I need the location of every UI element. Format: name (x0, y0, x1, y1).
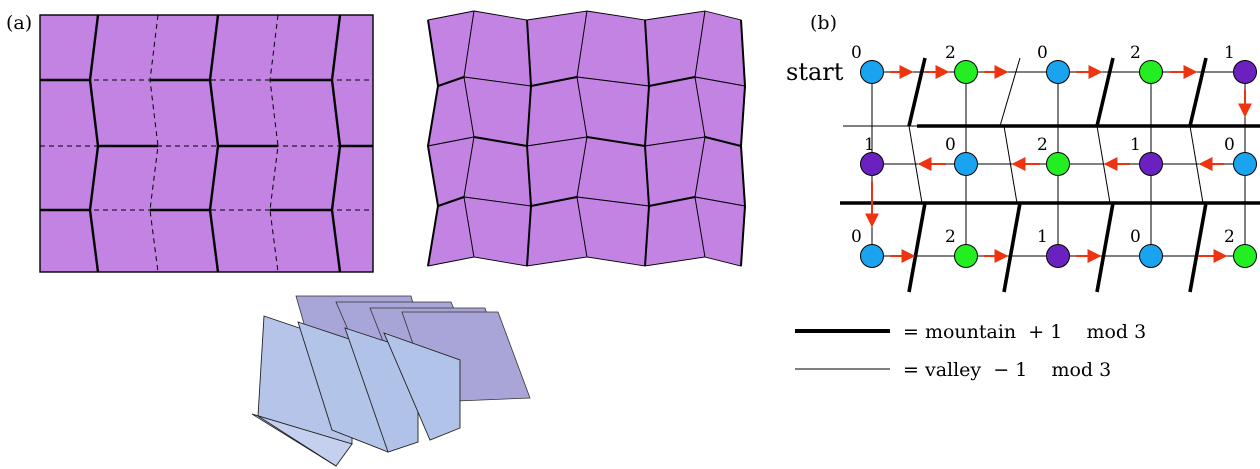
bottom-fold (251, 413, 353, 467)
state-node (860, 152, 884, 176)
state-node (954, 152, 978, 176)
warped-mountain-horizontal (437, 196, 465, 207)
folded-cell (463, 136, 532, 207)
vertical-valley-0 (149, 14, 159, 273)
state-node (860, 244, 884, 268)
state-node-label: 0 (1224, 135, 1235, 155)
crease-pattern-sheet (39, 14, 374, 273)
mountain-crease (1188, 57, 1208, 127)
fold-edge (257, 415, 337, 467)
state-graph: start 0 2 0 2 1 1 0 2 1 0 0 2 1 0 2 (786, 43, 1260, 293)
state-node (1046, 60, 1070, 84)
warped-mountain-horizontal (648, 196, 696, 207)
sheet-background (39, 14, 374, 273)
legend: = mountain + 1 mod 3 = valley − 1 mod 3 (795, 321, 1146, 381)
state-node (1139, 244, 1163, 268)
warped-mountain-horizontal (586, 136, 646, 147)
state-node-label: 2 (945, 227, 956, 247)
state-node (1046, 244, 1070, 268)
valley-crease (1096, 125, 1111, 204)
state-node (1233, 244, 1257, 268)
transition-arrows (865, 65, 1252, 263)
mountain-crease-lines (40, 14, 373, 273)
valley-crease (1189, 125, 1204, 204)
state-node (1233, 60, 1257, 84)
valley-crease (1003, 125, 1018, 204)
folded-cell (526, 76, 588, 147)
folded-3d-stack (251, 295, 531, 467)
state-node-label: 1 (864, 135, 875, 155)
crease-markers (840, 57, 1260, 293)
state-node (1046, 152, 1070, 176)
partially-folded-sheet (426, 10, 747, 267)
folded-cell (463, 76, 532, 147)
warped-mountain-horizontal (473, 136, 528, 147)
folded-cell (644, 196, 706, 267)
vertical-valley-1 (269, 14, 279, 273)
mountain-crease (1095, 202, 1115, 293)
state-node-label: 1 (1037, 227, 1048, 247)
valley-crease (908, 125, 923, 204)
state-node-label: 2 (1224, 227, 1235, 247)
state-node-label: 0 (945, 135, 956, 155)
folded-cell (463, 196, 532, 267)
state-node-label: 0 (851, 227, 862, 247)
state-node (1139, 60, 1163, 84)
valley-crease (999, 57, 1021, 127)
state-node-label: 1 (1130, 135, 1141, 155)
state-node (1139, 152, 1163, 176)
state-node (954, 60, 978, 84)
state-node (1233, 152, 1257, 176)
mountain-crease (1002, 202, 1022, 293)
folded-cell (576, 76, 650, 147)
mountain-crease (1188, 202, 1208, 293)
state-node-label: 2 (945, 43, 956, 63)
mountain-crease (907, 202, 927, 293)
warped-mountain-horizontal (530, 76, 578, 87)
state-node-label: 1 (1224, 43, 1235, 63)
state-node-label: 2 (1130, 43, 1141, 63)
legend-mountain-text: = mountain + 1 mod 3 (903, 321, 1146, 343)
mountain-crease (907, 57, 927, 127)
warped-mountain-vertical (426, 19, 440, 267)
warped-mountain-horizontal (437, 76, 465, 87)
state-node (954, 244, 978, 268)
state-node-label: 0 (851, 43, 862, 63)
folded-cell (576, 136, 650, 207)
folded-cell (576, 196, 650, 267)
state-node (860, 60, 884, 84)
front-panel-4 (383, 332, 461, 441)
panel-a-label: (a) (6, 12, 32, 34)
state-node-label: 0 (1037, 43, 1048, 63)
start-label: start (786, 58, 844, 86)
folded-cell (526, 196, 588, 267)
folded-cell (576, 10, 650, 87)
folded-cell (463, 10, 532, 87)
warped-mountain-horizontal (530, 196, 578, 207)
folded-cell (644, 76, 706, 147)
legend-valley-text: = valley − 1 mod 3 (903, 359, 1111, 381)
warped-mountain-horizontal (648, 76, 696, 87)
state-nodes: 0 2 0 2 1 1 0 2 1 0 0 2 1 0 2 (851, 43, 1257, 268)
state-node-label: 2 (1037, 135, 1048, 155)
mountain-crease (1095, 57, 1115, 127)
panel-b-label: (b) (810, 12, 837, 34)
state-node-label: 0 (1130, 227, 1141, 247)
warped-mountain-horizontal (704, 136, 742, 147)
